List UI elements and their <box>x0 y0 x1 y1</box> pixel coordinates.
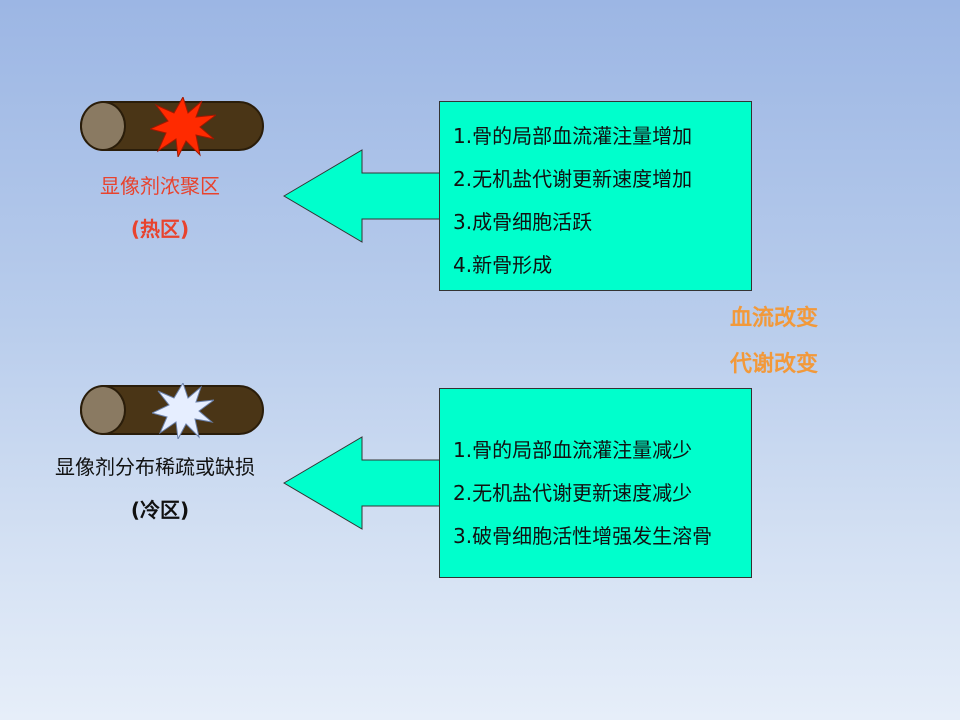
list-item: 3.破骨细胞活性增强发生溶骨 <box>453 524 713 548</box>
list-item: 1.骨的局部血流灌注量增加 <box>453 124 693 148</box>
cold-zone-label: 显像剂分布稀疏或缺损 <box>55 455 255 479</box>
list-item: 2.无机盐代谢更新速度减少 <box>453 481 693 505</box>
hot-bone-illustration <box>80 97 264 157</box>
cold-causes-list: 1.骨的局部血流灌注量减少 2.无机盐代谢更新速度减少 3.破骨细胞活性增强发生… <box>453 429 712 558</box>
hot-burst-icon <box>150 97 216 157</box>
left-arrow-icon <box>283 436 441 530</box>
hot-zone-label: 显像剂浓聚区 <box>100 174 220 198</box>
bone-end <box>80 101 126 151</box>
metabolism-change-label: 代谢改变 <box>730 352 819 377</box>
blood-flow-change-label: 血流改变 <box>730 306 819 331</box>
cold-zone-sublabel: (冷区) <box>130 498 190 522</box>
hot-causes-box: 1.骨的局部血流灌注量增加 2.无机盐代谢更新速度增加 3.成骨细胞活跃 4.新… <box>439 101 752 291</box>
list-item: 1.骨的局部血流灌注量减少 <box>453 438 693 462</box>
bone-end <box>80 385 126 435</box>
hot-causes-list: 1.骨的局部血流灌注量增加 2.无机盐代谢更新速度增加 3.成骨细胞活跃 4.新… <box>453 115 692 287</box>
cold-burst-icon <box>152 383 214 439</box>
list-item: 4.新骨形成 <box>453 253 553 277</box>
list-item: 2.无机盐代谢更新速度增加 <box>453 167 693 191</box>
left-arrow-icon <box>283 149 441 243</box>
hot-zone-sublabel: (热区) <box>130 217 190 241</box>
cold-causes-box: 1.骨的局部血流灌注量减少 2.无机盐代谢更新速度减少 3.破骨细胞活性增强发生… <box>439 388 752 578</box>
list-item: 3.成骨细胞活跃 <box>453 210 593 234</box>
cold-bone-illustration <box>80 383 264 439</box>
